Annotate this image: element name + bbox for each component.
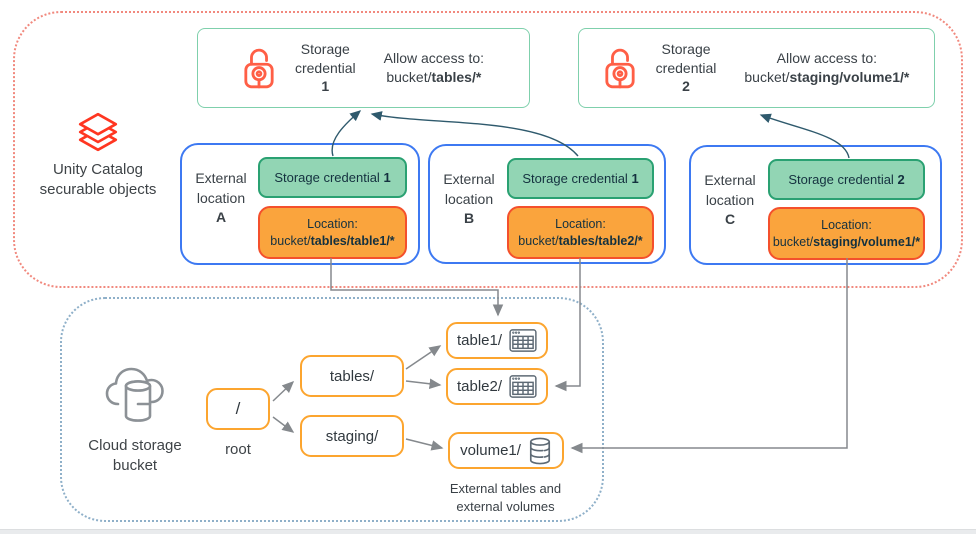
external-location-b-box: External location B Storage credential 1… — [428, 144, 666, 264]
credential-name-line1: Storage — [661, 40, 711, 57]
lock-icon — [244, 48, 274, 89]
location-pill: Location: bucket/tables/table2/* — [507, 206, 654, 259]
location-label: External location A — [195, 170, 247, 226]
storage-credential-pill: Storage credential 1 — [258, 157, 407, 198]
table-icon — [509, 329, 537, 352]
allow-access-path: bucket/staging/volume1/* — [744, 69, 910, 85]
bucket-label-line1: Cloud storage — [88, 437, 182, 454]
brand-line1: Unity Catalog — [52, 161, 144, 178]
storage-credential-pill: Storage credential 2 — [768, 159, 925, 200]
allow-access-label: Allow access to: — [383, 50, 485, 67]
unity-catalog-brand: Unity Catalog securable objects — [14, 112, 182, 199]
folder-staging-box: staging/ — [300, 415, 404, 457]
allow-access-path: bucket/tables/* — [386, 69, 482, 85]
page-bottom-strip — [0, 529, 976, 534]
location-pill: Location: bucket/tables/table1/* — [258, 206, 407, 259]
bucket-label-line2: bucket — [112, 456, 158, 474]
table1-box: table1/ — [446, 322, 548, 359]
leaves-caption: External tables and external volumes — [449, 481, 562, 514]
external-location-c-box: External location C Storage credential 2… — [689, 145, 942, 265]
root-box: / — [206, 388, 270, 430]
folder-tables-box: tables/ — [300, 355, 404, 397]
credential-number: 1 — [321, 78, 330, 95]
allow-access-label: Allow access to: — [776, 50, 878, 67]
credential-name-line1: Storage — [300, 40, 350, 57]
credential-number: 2 — [682, 78, 690, 95]
location-label: External location B — [443, 171, 495, 227]
location-label: External location C — [704, 172, 756, 228]
storage-credential-pill: Storage credential 1 — [507, 158, 654, 199]
table2-box: table2/ — [446, 368, 548, 405]
cloud-storage-icon — [105, 367, 164, 422]
storage-credential-2-box: Storage credential 2 Allow access to: bu… — [578, 28, 935, 108]
root-caption: root — [225, 441, 251, 458]
location-pill: Location: bucket/staging/volume1/* — [768, 207, 925, 260]
credential-name-line2: credential — [655, 59, 717, 76]
databricks-logo-icon — [78, 112, 118, 152]
brand-line2: securable objects — [39, 180, 157, 198]
credential-name-line2: credential — [294, 59, 356, 76]
volume-icon — [529, 437, 550, 464]
lock-icon — [605, 48, 635, 89]
external-location-a-box: External location A Storage credential 1… — [180, 143, 420, 265]
table-icon — [509, 375, 537, 398]
cloud-storage-bucket: Cloud storage bucket — [68, 364, 202, 475]
storage-credential-1-box: Storage credential 1 Allow access to: bu… — [197, 28, 530, 108]
volume1-box: volume1/ — [448, 432, 564, 469]
